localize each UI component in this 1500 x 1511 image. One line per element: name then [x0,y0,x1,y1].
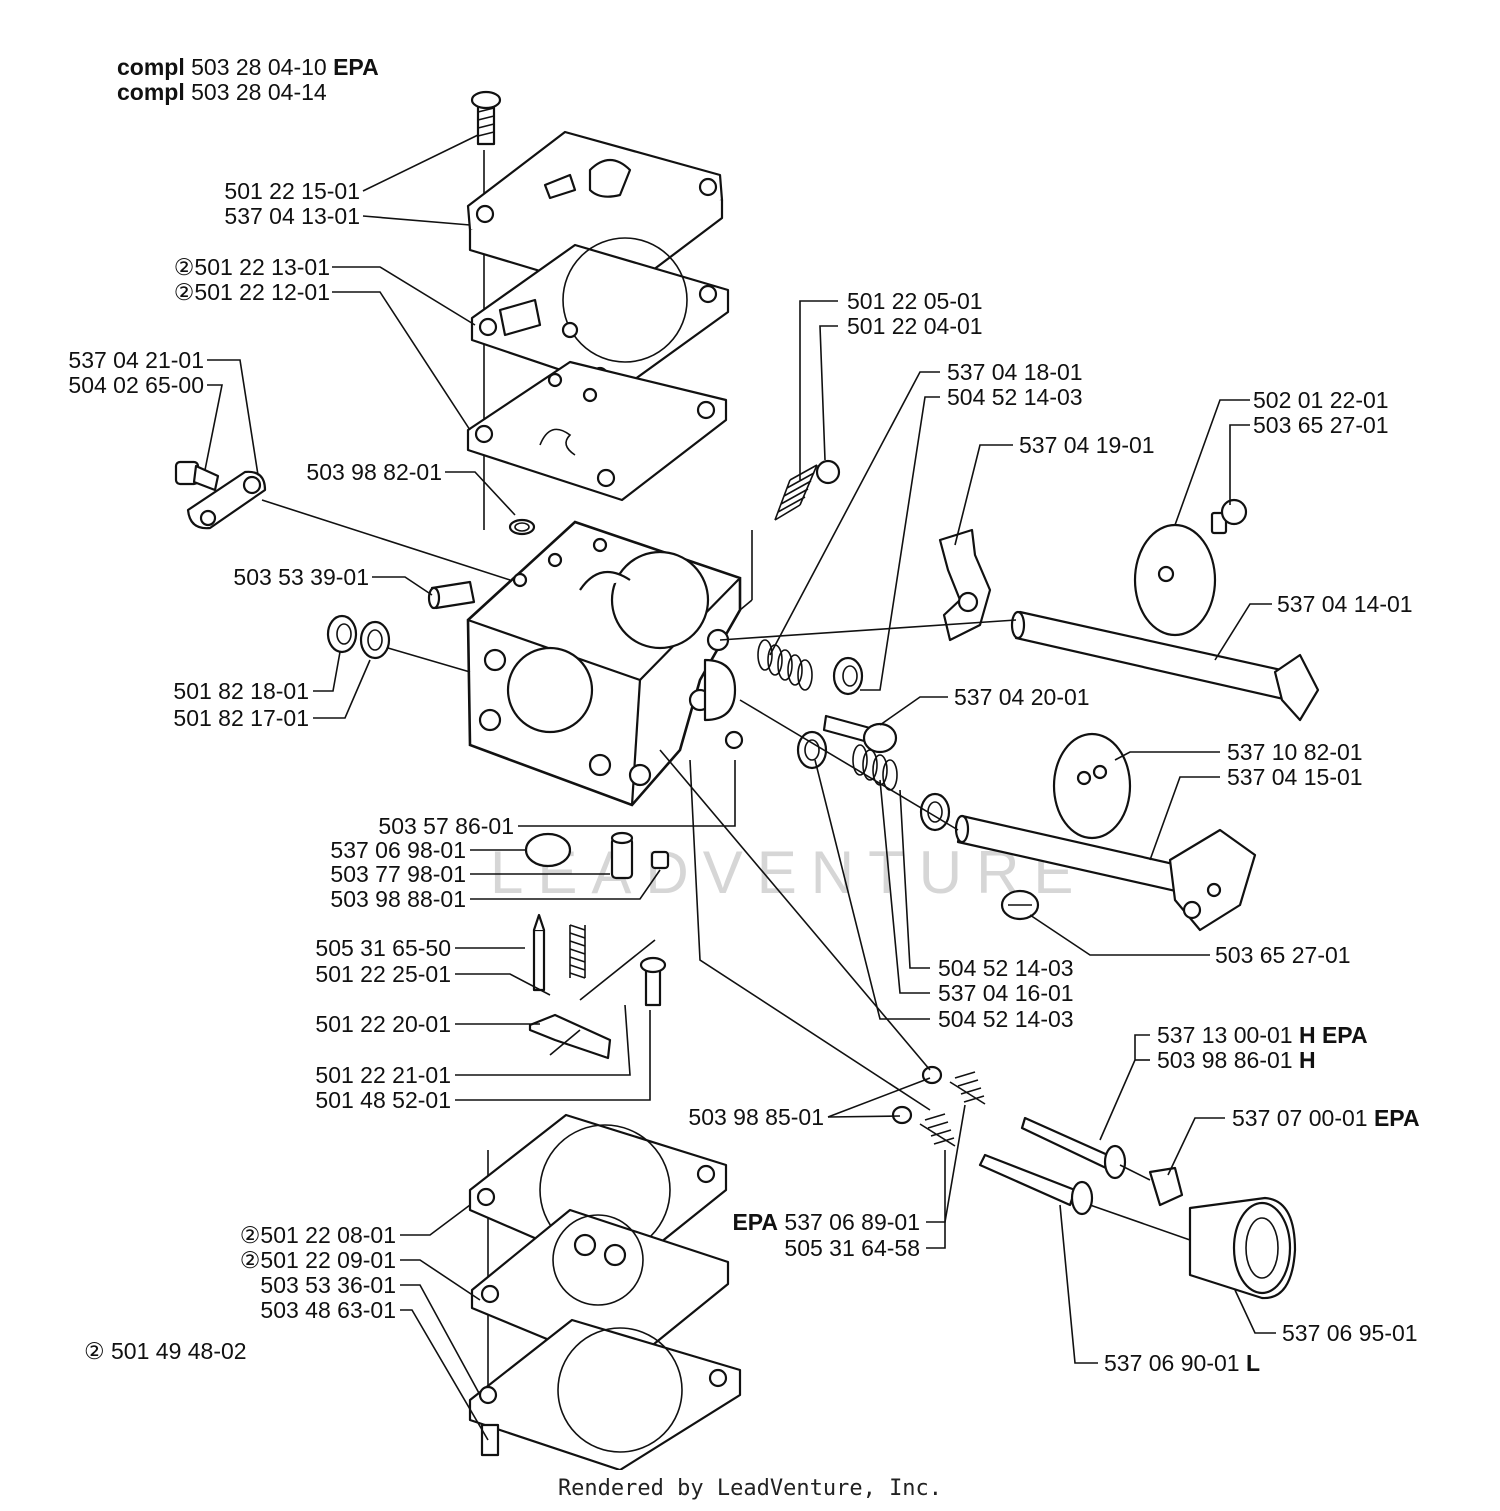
spring-top [774,464,818,521]
filter-screen [508,518,536,536]
callout: 503 65 27-01 [1253,412,1389,438]
callout: ②501 22 09-01 [240,1247,396,1273]
callout: 537 13 00-01 H EPA [1157,1022,1368,1048]
metering-spring [569,924,586,979]
o-ring-1 [921,1065,943,1085]
throttle-spring [852,744,898,791]
callout: 503 57 86-01 [378,813,514,839]
callout: 537 04 19-01 [1019,432,1155,458]
carburetor-body [466,520,744,807]
fuel-valve [610,831,634,880]
choke-lever [938,528,992,642]
callout: 505 31 65-50 [315,935,451,961]
callout: EPA 537 06 89-01 [732,1209,920,1235]
callout: 501 22 20-01 [315,1011,451,1037]
throttle-bushing-2 [919,792,951,832]
throttle-bushing-1 [796,730,828,770]
callout: 504 52 14-03 [947,384,1083,410]
callout: 537 04 21-01 [68,347,204,373]
callout: 537 06 95-01 [1282,1320,1418,1346]
callout: 537 04 14-01 [1277,591,1413,617]
pump-diaphragm [466,360,728,502]
top-screw [470,90,502,146]
welch-plug [524,832,572,868]
choke-valve-screw [1210,498,1248,535]
callout: 503 98 85-01 [688,1104,824,1130]
idle-plate [186,470,267,530]
callout: 501 82 18-01 [173,678,309,704]
callout: 537 04 18-01 [947,359,1083,385]
leader-lines [204,134,1276,1441]
callout: 501 22 21-01 [315,1062,451,1088]
h-needle-spring [949,1071,986,1105]
callout: 503 53 39-01 [233,564,369,590]
callout: 501 22 05-01 [847,288,983,314]
callout: 537 07 00-01 EPA [1232,1105,1420,1131]
bottom-gasket [468,1113,728,1277]
callout: 503 98 86-01 H [1157,1047,1316,1073]
washer [359,620,391,660]
header-line-1: compl 503 28 04-10 EPA [117,54,379,80]
bottom-screw [480,1423,500,1457]
lever-screw [639,956,667,1007]
callout: ②501 22 12-01 [174,279,330,305]
needle-cap [1188,1196,1297,1300]
bottom-cover [468,1318,742,1470]
l-needle [978,1153,1094,1216]
o-ring-2 [891,1105,913,1125]
callout: 504 52 14-03 [938,1006,1074,1032]
pump-gasket [470,237,730,392]
throttle-shaft [954,814,1257,932]
l-needle-spring [919,1113,956,1147]
callout: 501 22 04-01 [847,313,983,339]
choke-shaft [1010,610,1320,722]
callout: ② 501 49 48-02 [84,1338,247,1364]
metering-lever [528,939,656,1060]
callout: ②501 22 08-01 [240,1222,396,1248]
callout: 537 04 20-01 [954,684,1090,710]
callout: 501 22 25-01 [315,961,451,987]
callout: 537 04 16-01 [938,980,1074,1006]
callout: 537 04 13-01 [224,203,360,229]
callout: 501 22 15-01 [224,178,360,204]
callout: 503 48 63-01 [260,1297,396,1323]
footer-credit: Rendered by LeadVenture, Inc. [557,1476,943,1501]
callout: 537 10 82-01 [1227,739,1363,765]
throttle-valve [1052,732,1132,840]
circlip [326,614,358,654]
bottom-diaphragm [470,1208,730,1372]
callout: 503 53 36-01 [260,1272,396,1298]
callout-labels: 501 22 15-01 537 04 13-01 ②501 22 13-01 … [68,178,1419,1376]
callout: 503 77 98-01 [330,861,466,887]
callout: 504 52 14-03 [938,955,1074,981]
plug-screw [650,850,670,870]
callout: 503 98 88-01 [330,886,466,912]
fuel-inlet [427,580,476,610]
callout: 501 82 17-01 [173,705,309,731]
callout: 504 02 65-00 [68,372,204,398]
callout: 503 98 82-01 [306,459,442,485]
callout: 537 06 98-01 [330,837,466,863]
idle-screw [174,460,220,492]
callout: 505 31 64-58 [784,1235,920,1261]
carburetor-exploded-diagram: LEADVENTURE compl 503 28 04-10 EPA compl… [68,54,1420,1470]
callout: 501 48 52-01 [315,1087,451,1113]
choke-spring [757,639,813,691]
h-needle [1020,1116,1127,1180]
callout: 503 65 27-01 [1215,942,1351,968]
callout: 537 04 15-01 [1227,764,1363,790]
throttle-screw [1000,889,1040,921]
choke-bushing [832,656,864,696]
choke-valve [1133,523,1217,637]
limiter-cap [1148,1166,1184,1207]
small-screw [822,714,898,754]
callout: 502 01 22-01 [1253,387,1389,413]
header-line-2: compl 503 28 04-14 [117,79,327,105]
needle-valve [532,913,546,992]
pump-cover [466,130,724,297]
callout: 537 06 90-01 L [1104,1350,1260,1376]
ball [815,459,841,485]
callout: ②501 22 13-01 [174,254,330,280]
